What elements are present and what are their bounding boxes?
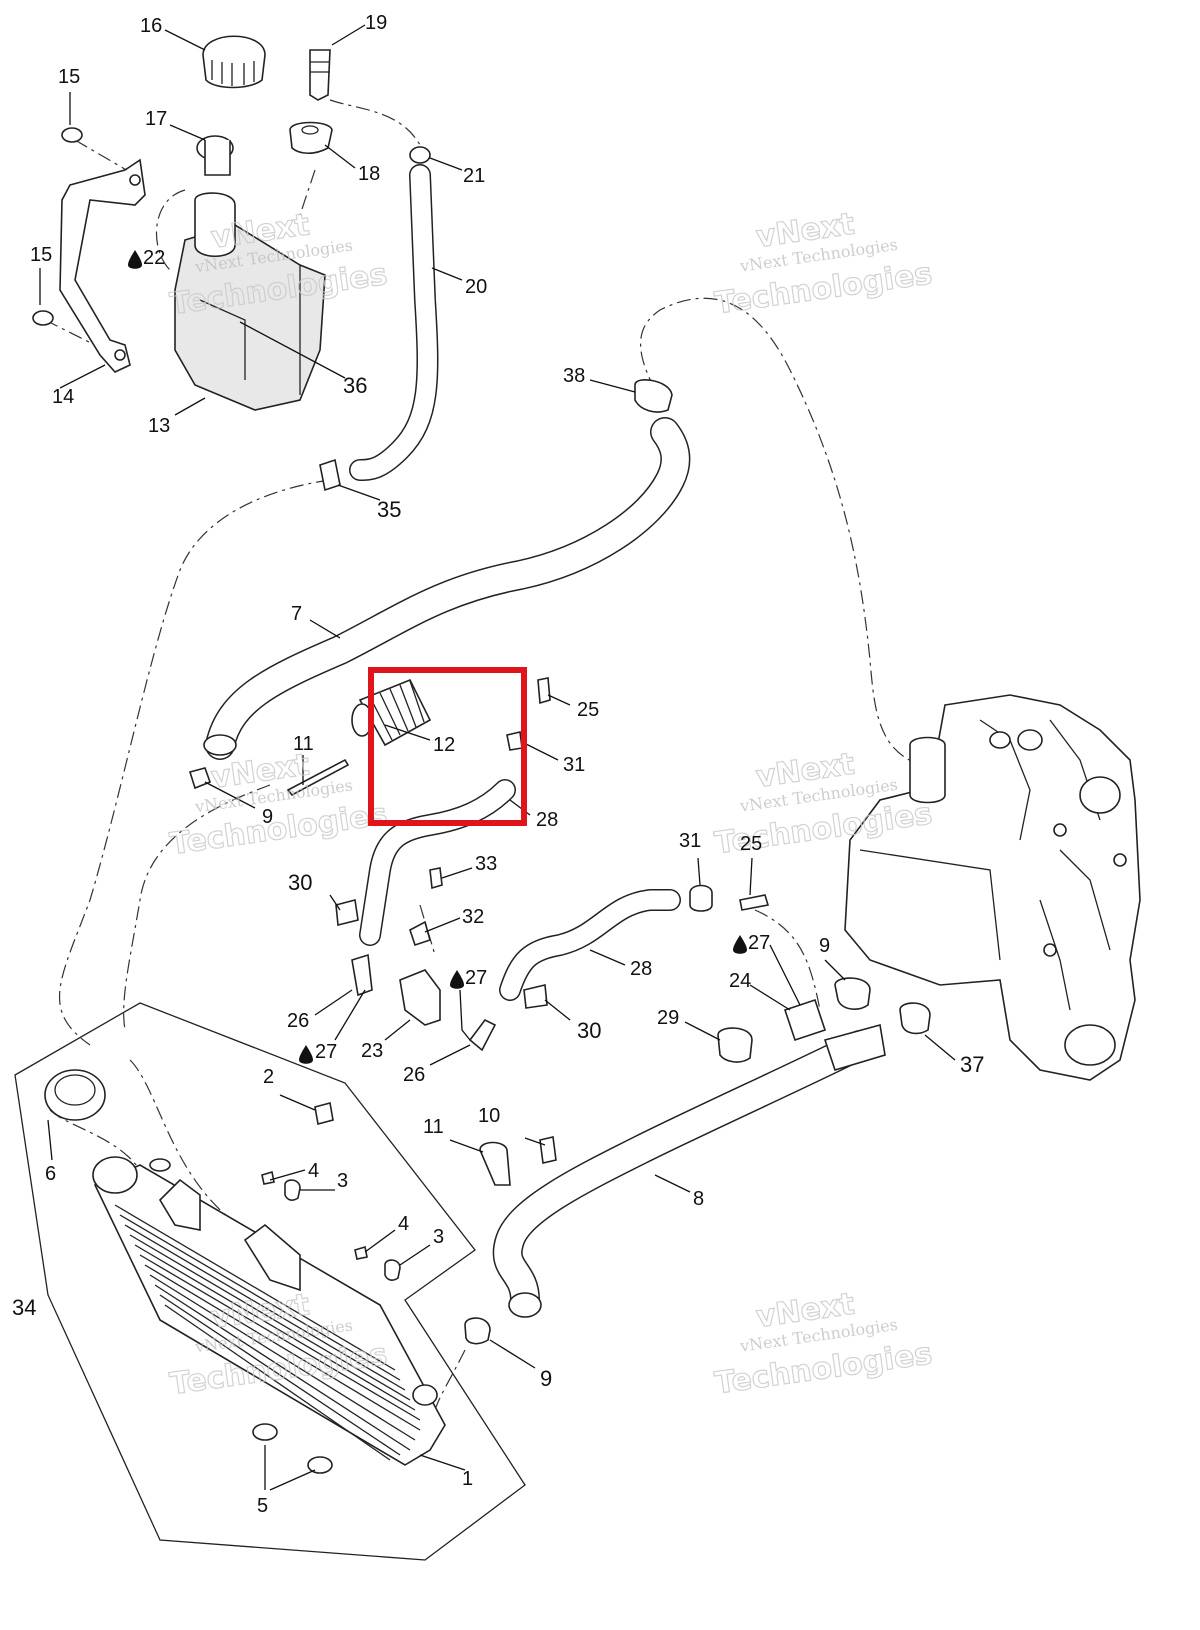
callout-21: 21 [463,165,485,187]
watermark-top-right: vNext vNext Technologies Technologies [712,206,935,322]
callout-26: 26 [403,1064,425,1086]
callout-37: 37 [960,1052,984,1077]
callout-24: 24 [729,970,751,992]
callout-19: 19 [365,12,387,34]
callout-34: 34 [12,1295,36,1320]
watermark-middle-left: vNext vNext Technologies Technologies [167,747,390,863]
callout-15: 15 [58,66,80,88]
radiator-assembly-outline [14,1002,526,1561]
callout-35: 35 [377,497,401,522]
callout-15: 15 [30,244,52,266]
callout-22: 22 [143,247,165,269]
valve-parts [335,867,548,1052]
callout-11: 11 [293,733,314,755]
vent-fitting [309,49,331,101]
callout-28: 28 [536,809,558,831]
callout-30: 30 [288,870,312,895]
callout-11: 11 [423,1116,444,1138]
radiator-fins [114,1204,421,1461]
engine [844,694,1141,1081]
coolant-reservoir [174,35,333,411]
callout-12: 12 [433,734,455,756]
radiator [92,1156,446,1474]
callout-4: 4 [398,1213,409,1235]
callout-27: 27 [465,967,487,989]
callout-7: 7 [291,603,302,625]
callout-2: 2 [263,1066,274,1088]
hose-20 [319,146,439,492]
callout-9: 9 [819,935,830,957]
callout-6: 6 [45,1163,56,1185]
callout-26: 26 [287,1010,309,1032]
callout-8: 8 [693,1188,704,1210]
hose-7 [203,379,691,760]
callout-9: 9 [540,1366,552,1391]
small-fittings [506,677,770,912]
callout-17: 17 [145,108,167,130]
callout-23: 23 [361,1040,383,1062]
clamps [188,758,931,1345]
drop-icon [450,970,464,989]
callout-28: 28 [630,958,652,980]
callout-38: 38 [563,365,585,387]
callout-5: 5 [257,1495,268,1517]
callout-labels: 1 2 3 3 4 4 5 6 7 8 9 9 9 10 11 11 12 13… [12,12,984,1517]
callout-25: 25 [577,699,599,721]
tank-bracket [32,127,146,373]
callout-10: 10 [478,1105,500,1127]
callout-4: 4 [308,1160,319,1182]
hose-28-lower [499,889,681,1001]
callout-18: 18 [358,163,380,185]
callout-31: 31 [563,754,585,776]
callout-9: 9 [262,806,273,828]
watermark-top-left: vNext vNext Technologies Technologies [167,207,390,323]
radiator-cap [44,1069,106,1121]
callout-20: 20 [465,276,487,298]
callout-30: 30 [577,1018,601,1043]
drop-icon [128,250,142,269]
highlight-box [368,667,527,826]
watermark-bottom-right: vNext vNext Technologies Technologies [712,1286,935,1402]
callout-25: 25 [740,833,762,855]
drop-icon [733,935,747,954]
dashed-locator-lines [44,99,941,1411]
drop-icon [299,1045,313,1064]
hose-8 [492,1023,886,1318]
callout-36: 36 [343,373,367,398]
leader-lines [39,24,956,1491]
callout-3: 3 [433,1226,444,1248]
callout-33: 33 [475,853,497,875]
callout-29: 29 [657,1007,679,1029]
corrugated-sleeve [351,678,432,747]
callout-16: 16 [140,15,162,37]
callout-13: 13 [148,415,170,437]
callout-27: 27 [315,1041,337,1063]
callout-31: 31 [679,830,701,852]
callout-32: 32 [462,906,484,928]
callout-1: 1 [462,1468,473,1490]
callout-3: 3 [337,1170,348,1192]
callout-27: 27 [748,932,770,954]
callout-14: 14 [52,386,74,408]
